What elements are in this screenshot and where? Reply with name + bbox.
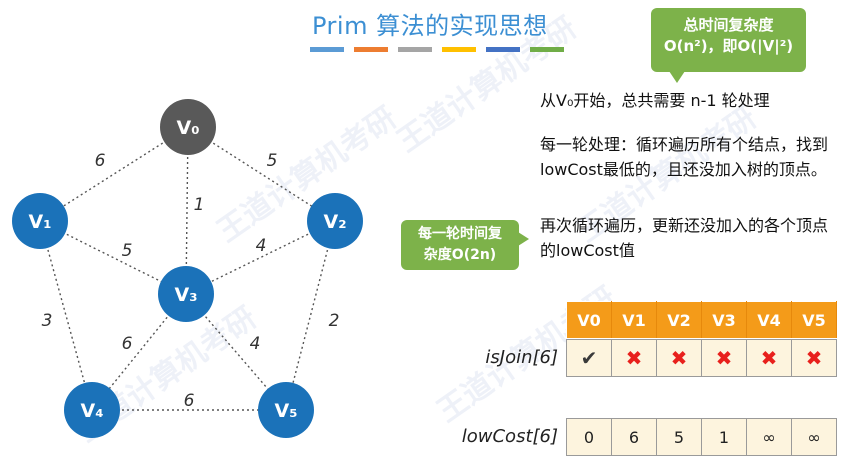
- vertex-header-cell: V4: [746, 301, 792, 339]
- edge-weight-label: 5: [122, 241, 133, 261]
- edge-weight-label: 4: [256, 236, 267, 256]
- lowcost-cell: 5: [656, 418, 702, 456]
- vertex-label: V₂: [323, 211, 346, 233]
- edge-weight-label: 2: [329, 311, 340, 331]
- edge-weight-label: 6: [122, 334, 133, 354]
- lowcost-cell: 6: [611, 418, 657, 456]
- title-underline-segment: [530, 47, 564, 52]
- isjoin-cell: ✖: [656, 339, 702, 377]
- callout-line: 总时间复杂度: [683, 16, 774, 34]
- update-text: 再次循环遍历，更新还没加入的各个顶点的lowCost值: [540, 216, 829, 260]
- title-underline-segment: [442, 47, 476, 52]
- vertex-v3: [158, 266, 214, 322]
- isjoin-cell: ✖: [611, 339, 657, 377]
- round-complexity-callout: 每一轮时间复 杂度O(2n): [401, 220, 529, 270]
- lowcost-cell: ∞: [746, 418, 792, 456]
- isjoin-cell: ✖: [746, 339, 792, 377]
- isjoin-cell: ✔: [566, 339, 612, 377]
- lowcost-cell: 0: [566, 418, 612, 456]
- callout-line: 杂度O(2n): [423, 247, 497, 263]
- vertex-header-cell: V3: [701, 301, 747, 339]
- vertex-v0: [160, 99, 216, 155]
- edge-weight-label: 6: [184, 391, 195, 411]
- graph-diagram: 6 5 1 5 4 3 2 6 4 6 V₀ V₁ V₂ V₃ V₄ V₅: [12, 99, 363, 438]
- title-underline-segment: [398, 47, 432, 52]
- vertex-v4: [64, 382, 120, 438]
- edge-v0-v1: [39, 126, 189, 222]
- isjoin-cell: ✖: [791, 339, 837, 377]
- isjoin-array: ✔✖✖✖✖✖: [566, 339, 837, 377]
- start-text: 从V₀开始，总共需要 n-1 轮处理: [540, 91, 770, 110]
- vertex-label: V₅: [274, 400, 297, 422]
- vertex-header-cell: V2: [656, 301, 702, 339]
- vertex-v2: [307, 193, 363, 249]
- slide-title: Prim 算法的实现思想: [312, 12, 548, 40]
- vertex-header-cell: V0: [566, 301, 612, 339]
- lowcost-cell: ∞: [791, 418, 837, 456]
- vertex-v5: [258, 382, 314, 438]
- vertex-label: V₀: [176, 117, 199, 139]
- title-underline-segment: [354, 47, 388, 52]
- vertex-header-cell: V5: [791, 301, 837, 339]
- title-underline-segment: [310, 47, 344, 52]
- edge-weight-label: 5: [267, 151, 278, 171]
- total-complexity-callout: 总时间复杂度 O(n²)，即O(|V|²): [651, 8, 806, 83]
- vertex-label: V₁: [28, 211, 51, 233]
- title-underline-segment: [486, 47, 520, 52]
- vertex-label: V₃: [174, 284, 197, 306]
- vertex-header-cell: V1: [611, 301, 657, 339]
- edge-v0-v2: [187, 126, 336, 222]
- lowcost-label: lowCost[6]: [461, 426, 558, 447]
- lowcost-cell: 1: [701, 418, 747, 456]
- isjoin-label: isJoin[6]: [485, 347, 558, 368]
- edge-weight-label: 1: [194, 195, 205, 215]
- vertex-label: V₄: [80, 400, 103, 422]
- callout-line: O(n²)，即O(|V|²): [663, 37, 794, 55]
- round-process-text: 每一轮处理：循环遍历所有个结点，找到lowCost最低的，且还没加入树的顶点。: [540, 135, 829, 179]
- callout-line: 每一轮时间复: [418, 226, 502, 242]
- vertex-v1: [12, 193, 68, 249]
- isjoin-cell: ✖: [701, 339, 747, 377]
- edge-weight-label: 3: [42, 311, 53, 331]
- edge-weight-label: 4: [250, 334, 261, 354]
- edge-weight-label: 6: [95, 151, 106, 171]
